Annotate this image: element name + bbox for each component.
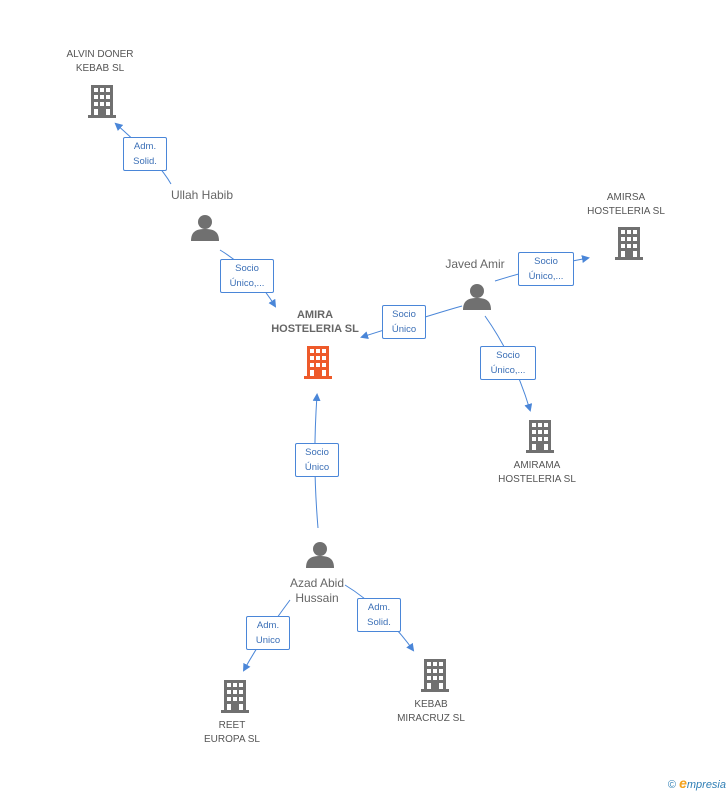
node-label-line: HOSTELERIA SL [498, 474, 576, 485]
relation-line: Adm. [256, 620, 280, 631]
relation-line: Único [304, 462, 330, 473]
copyright-symbol: © [667, 779, 677, 791]
building-icon-amirsa[interactable] [615, 227, 643, 260]
node-label-alvin[interactable]: ALVIN DONER KEBAB SL [50, 48, 150, 76]
node-label-line: Hussain [295, 591, 339, 605]
node-label-line: AMIRAMA [513, 460, 561, 471]
relation-line: Único [391, 324, 417, 335]
relation-box-azad-kebab[interactable]: Adm. Solid. [357, 598, 401, 632]
person-icon-ullah[interactable] [191, 215, 219, 241]
person-icon-azad[interactable] [306, 542, 334, 568]
building-icon-amirama[interactable] [526, 420, 554, 453]
relation-line: Socio [392, 309, 416, 320]
brand-e: e [679, 775, 687, 791]
relation-box-javed-amirama[interactable]: Socio Único,... [480, 346, 536, 380]
relation-line: Adm. [133, 141, 157, 152]
node-label-line: HOSTELERIA SL [587, 206, 665, 217]
person-icon-javed[interactable] [463, 284, 491, 310]
relation-line: Solid. [367, 617, 391, 628]
building-icon-reet[interactable] [221, 680, 249, 713]
node-label-line: KEBAB [414, 699, 448, 710]
node-label-amirsa[interactable]: AMIRSA HOSTELERIA SL [576, 191, 676, 219]
node-label-javed[interactable]: Javed Amir [445, 257, 505, 271]
node-label-line: REET [218, 720, 246, 731]
relation-line: Único,... [490, 365, 526, 376]
node-label-line: ALVIN DONER [66, 49, 134, 60]
node-label-line: AMIRSA [606, 192, 646, 203]
relation-box-javed-amira[interactable]: Socio Único [382, 305, 426, 339]
relation-line: Socio [235, 263, 259, 274]
relation-box-ullah-alvin[interactable]: Adm. Solid. [123, 137, 167, 171]
building-icon-kebab[interactable] [421, 659, 449, 692]
brand-name: mpresia [686, 779, 726, 791]
relation-box-ullah-amira[interactable]: Socio Único,... [220, 259, 274, 293]
relation-line: Socio [534, 256, 558, 267]
relation-line: Adm. [367, 602, 391, 613]
node-label-amirama[interactable]: AMIRAMA HOSTELERIA SL [487, 459, 587, 487]
node-label-kebab[interactable]: KEBAB MIRACRUZ SL [381, 698, 481, 726]
relation-line: Socio [305, 447, 329, 458]
building-icon-alvin[interactable] [88, 85, 116, 118]
node-label-line: EUROPA SL [204, 734, 260, 745]
node-label-line: HOSTELERIA SL [271, 323, 359, 335]
relation-line: Unico [255, 635, 281, 646]
node-label-ullah[interactable]: Ullah Habib [170, 188, 234, 202]
relation-line: Solid. [133, 156, 157, 167]
empresia-logo: © empresia [668, 775, 726, 791]
node-label-reet[interactable]: REET EUROPA SL [182, 719, 282, 747]
relation-box-azad-amira[interactable]: Socio Único [295, 443, 339, 477]
node-label-azad[interactable]: Azad Abid Hussain [267, 576, 367, 606]
relation-box-azad-reet[interactable]: Adm. Unico [246, 616, 290, 650]
node-label-line: Azad Abid [289, 576, 345, 590]
building-icon-amira[interactable] [304, 346, 332, 379]
node-label-line: KEBAB SL [75, 63, 125, 74]
relation-line: Único,... [528, 271, 564, 282]
relation-line: Socio [496, 350, 520, 361]
node-label-line: AMIRA [296, 309, 334, 321]
relation-box-javed-amirsa[interactable]: Socio Único,... [518, 252, 574, 286]
relation-line: Único,... [229, 278, 265, 289]
node-label-line: MIRACRUZ SL [397, 713, 465, 724]
node-label-amira[interactable]: AMIRA HOSTELERIA SL [260, 308, 370, 336]
